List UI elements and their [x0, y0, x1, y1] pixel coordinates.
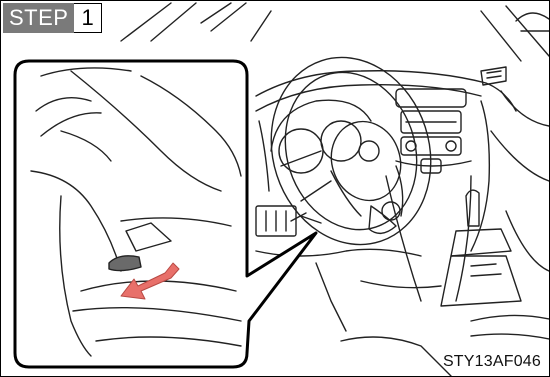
gear-shifter [441, 190, 521, 306]
step-number: 1 [74, 3, 101, 33]
step-label: STEP [3, 3, 74, 33]
center-stack [386, 67, 506, 301]
right-door [491, 13, 549, 271]
figure-code: STY13AF046 [443, 353, 541, 371]
instrument-cluster [271, 100, 371, 173]
left-switch-panel [256, 206, 321, 236]
step-badge: STEP 1 [3, 3, 102, 33]
windshield-lines [121, 3, 549, 61]
